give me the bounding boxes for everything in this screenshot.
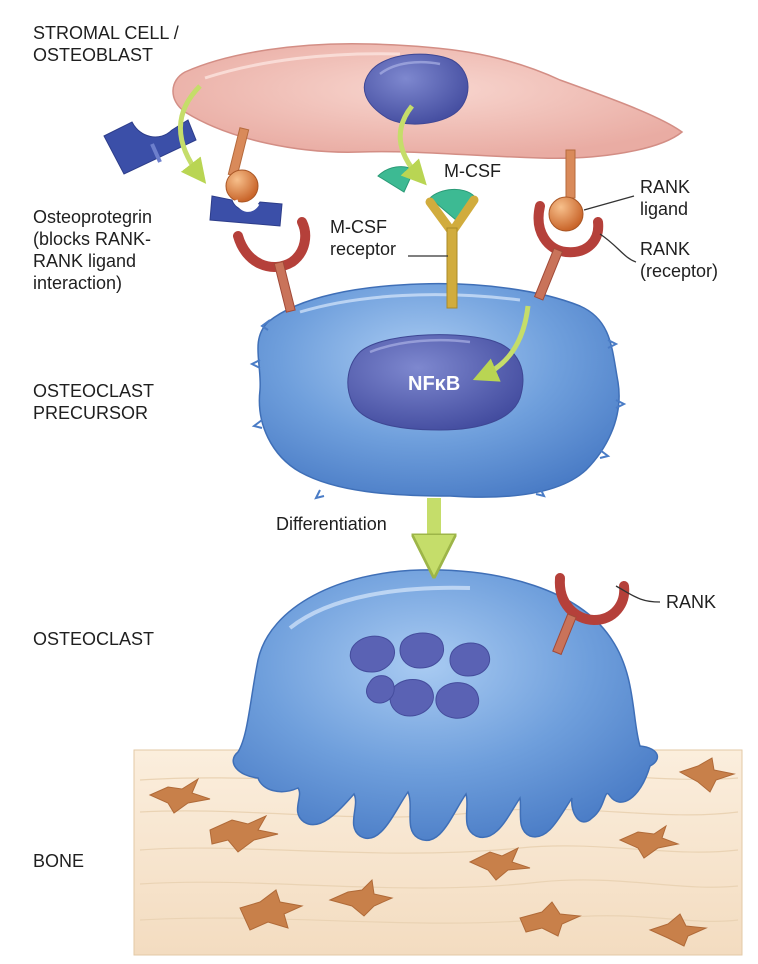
osteoclast-nucleus-6: [366, 675, 395, 704]
rank-receptor-left: [233, 217, 311, 313]
label-stromal-cell: STROMAL CELL / OSTEOBLAST: [33, 23, 179, 65]
label-osteoclast-precursor: OSTEOCLAST PRECURSOR: [33, 381, 155, 423]
osteocyte-5: [468, 846, 531, 881]
osteoclast-nucleus-4: [389, 679, 434, 717]
leader-rank-ligand: [583, 195, 635, 211]
nfkb-nucleus: [347, 334, 524, 431]
osteocyte-3: [239, 889, 304, 931]
osteocyte-9: [648, 913, 708, 947]
osteocyte-7: [618, 824, 680, 859]
rank-receptor-right: [533, 201, 604, 301]
osteocyte-8: [678, 757, 736, 793]
rank-ligand-left: [225, 127, 259, 203]
osteoprotegrin-molecule: [103, 119, 197, 175]
arrow-mcsf-release: [397, 104, 427, 186]
m-csf-receptor: [425, 195, 479, 309]
rank-ligand-right: [548, 149, 584, 232]
stromal-nucleus: [363, 53, 469, 125]
osteocyte-1: [148, 777, 211, 814]
osteoclast-nucleus-2: [399, 632, 444, 669]
label-rank-receptor: RANK (receptor): [640, 239, 719, 281]
leader-rank-receptor: [599, 233, 637, 263]
label-osteoprotegrin: Osteoprotegrin (blocks RANK- RANK ligand…: [33, 207, 153, 293]
arrow-opg-release: [178, 84, 207, 184]
label-rank: RANK: [666, 592, 717, 612]
label-differentiation: Differentiation: [276, 514, 387, 534]
label-rank-ligand: RANK ligand: [640, 177, 691, 219]
label-osteoclast: OSTEOCLAST: [33, 629, 155, 649]
osteoprotegrin-bound: [209, 195, 283, 227]
leader-rank-osteoclast: [615, 585, 661, 603]
arrow-rank-to-nfkb: [472, 305, 531, 382]
label-bone: BONE: [33, 851, 85, 871]
m-csf-molecule: [377, 166, 415, 193]
osteocyte-4: [328, 878, 394, 917]
osteoclast-nucleus-1: [349, 635, 395, 673]
label-m-csf: M-CSF: [444, 161, 501, 181]
label-m-csf-receptor: M-CSF receptor: [330, 217, 397, 259]
osteocyte-2: [209, 814, 279, 853]
osteoclast-nucleus-3: [449, 642, 490, 677]
osteoclast-cell: [232, 569, 659, 841]
osteocyte-6: [519, 901, 582, 937]
osteoclast-nucleus-5: [435, 682, 480, 719]
rank-receptor-osteoclast: [552, 573, 630, 656]
label-nfkb: NFκB: [408, 373, 461, 395]
